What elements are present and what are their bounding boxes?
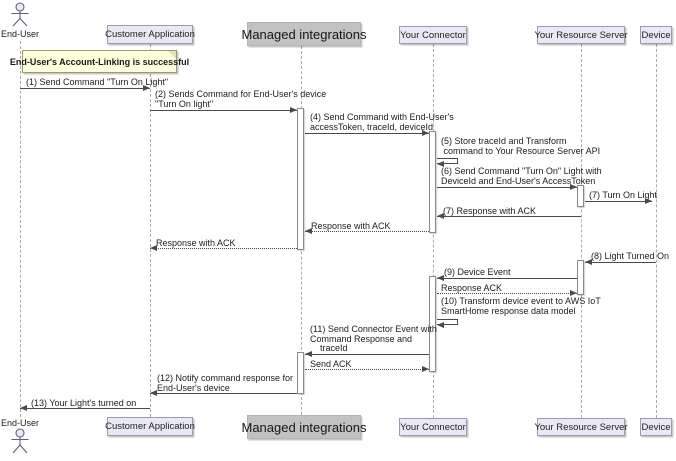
- send-ack-line: [305, 369, 429, 370]
- message-2-line: [150, 110, 297, 111]
- activation-your-connector-1: [429, 131, 436, 233]
- participant-label: Your Connector: [400, 29, 466, 41]
- send-ack-arrowhead: [422, 366, 429, 372]
- message-10-arrowhead: [437, 322, 444, 328]
- participant-bottom-device: Device: [640, 418, 672, 436]
- response-ack-3-label: Response ACK: [441, 283, 503, 293]
- message-5-label: (5) Store traceId and Transform command …: [441, 136, 601, 156]
- message-5-arrowhead: [437, 161, 444, 167]
- response-ack-1-arrowhead: [305, 228, 312, 234]
- activation-resource-server-2: [577, 260, 584, 295]
- message-2-arrowhead: [290, 107, 297, 113]
- message-11-label: (11) Send Connector Event with Command R…: [310, 324, 437, 353]
- participant-top-device: Device: [640, 26, 672, 44]
- message-13-label: (13) Your Light's turned on: [31, 398, 137, 408]
- message-7-line: [585, 201, 652, 202]
- response-ack-3-line: [437, 293, 577, 294]
- lifeline-end-user: [20, 41, 21, 417]
- actor-top-end-user-label: End-User: [0, 29, 39, 39]
- participant-bottom-customer-application: Customer Application: [105, 417, 195, 436]
- activation-your-connector-2: [429, 276, 436, 372]
- participant-top-your-resource-server: Your Resource Server: [534, 26, 628, 44]
- participant-label: Managed integrations: [241, 419, 367, 435]
- participant-label: Managed integrations: [241, 26, 367, 42]
- message-12-label: (12) Notify command response for End-Use…: [157, 373, 294, 393]
- message-6-line: [437, 187, 577, 188]
- message-7-arrowhead: [645, 198, 652, 204]
- participant-top-your-connector: Your Connector: [399, 26, 467, 44]
- participant-label: Your Connector: [400, 421, 466, 433]
- message-11-arrowhead: [305, 351, 312, 357]
- message-12-arrowhead: [150, 390, 157, 396]
- response-ack-2-label: Response with ACK: [156, 238, 236, 248]
- message-11-line: [305, 354, 429, 355]
- note-account-linking: End-User's Account-Linking is successful: [10, 50, 189, 73]
- message-1-arrowhead: [143, 85, 150, 91]
- participant-label: Customer Application: [105, 421, 195, 432]
- message-9-label: (9) Device Event: [444, 267, 511, 277]
- response-ack-3-arrowhead: [570, 290, 577, 296]
- participant-bottom-managed-integrations: Managed integrations: [241, 415, 367, 439]
- end-user-actor-icon: [11, 2, 29, 27]
- message-7-label: (7) Turn On Light: [589, 190, 658, 200]
- end-user-actor-icon: [11, 428, 29, 454]
- message-8-arrowhead: [585, 259, 592, 265]
- message-6-arrowhead: [570, 184, 577, 190]
- participant-top-customer-application: Customer Application: [105, 25, 195, 44]
- activation-managed-integrations-1: [297, 108, 304, 250]
- participant-bottom-your-connector: Your Connector: [399, 418, 467, 436]
- lifeline-customer-application: [150, 44, 151, 417]
- message-13-arrowhead: [20, 405, 27, 411]
- message-13-line: [20, 408, 150, 409]
- response-ack-2-arrowhead: [150, 245, 157, 251]
- activation-managed-integrations-2: [297, 352, 304, 394]
- message-10-self-loop: [437, 319, 458, 325]
- message-9-line: [437, 278, 577, 279]
- activation-resource-server-1: [577, 185, 584, 207]
- response-ack-1-label: Response with ACK: [311, 221, 391, 231]
- participant-top-managed-integrations: Managed integrations: [241, 22, 367, 46]
- participant-label: Device: [641, 29, 671, 41]
- message-10-label: (10) Transform device event to AWS IoT S…: [441, 296, 601, 316]
- message-9-arrowhead: [437, 275, 444, 281]
- message-5-self-loop: [437, 158, 458, 164]
- participant-label: Your Resource Server: [534, 29, 628, 41]
- message-7-response-line: [437, 216, 581, 217]
- response-ack-2-line: [150, 248, 297, 249]
- message-7-response-label: (7) Response with ACK: [443, 206, 537, 216]
- message-7-response-arrowhead: [437, 213, 444, 219]
- lifeline-device: [656, 44, 657, 418]
- lifeline-your-resource-server: [581, 44, 582, 418]
- message-6-label: (6) Send Command "Turn On" Light with De…: [441, 166, 602, 186]
- send-ack-label: Send ACK: [310, 359, 352, 369]
- message-4-label: (4) Send Command with End-User's accessT…: [310, 112, 454, 132]
- participant-bottom-your-resource-server: Your Resource Server: [534, 418, 628, 436]
- participant-label: Your Resource Server: [534, 421, 628, 433]
- message-8-line: [585, 262, 656, 263]
- participant-label: Device: [641, 421, 671, 433]
- message-4-line: [305, 133, 429, 134]
- participant-label: Customer Application: [105, 29, 195, 40]
- message-12-line: [150, 393, 297, 394]
- message-8-label: (8) Light Turned On: [591, 251, 670, 261]
- message-2-label: (2) Sends Command for End-User's device …: [155, 89, 327, 109]
- message-4-arrowhead: [422, 130, 429, 136]
- actor-bottom-end-user-label: End-User: [0, 418, 39, 428]
- note-fold-corner-icon: [168, 51, 176, 59]
- message-1-line: [20, 88, 150, 89]
- response-ack-1-line: [305, 231, 429, 232]
- note-text: End-User's Account-Linking is successful: [9, 56, 190, 67]
- message-1-label: (1) Send Command "Turn On Light": [26, 77, 169, 87]
